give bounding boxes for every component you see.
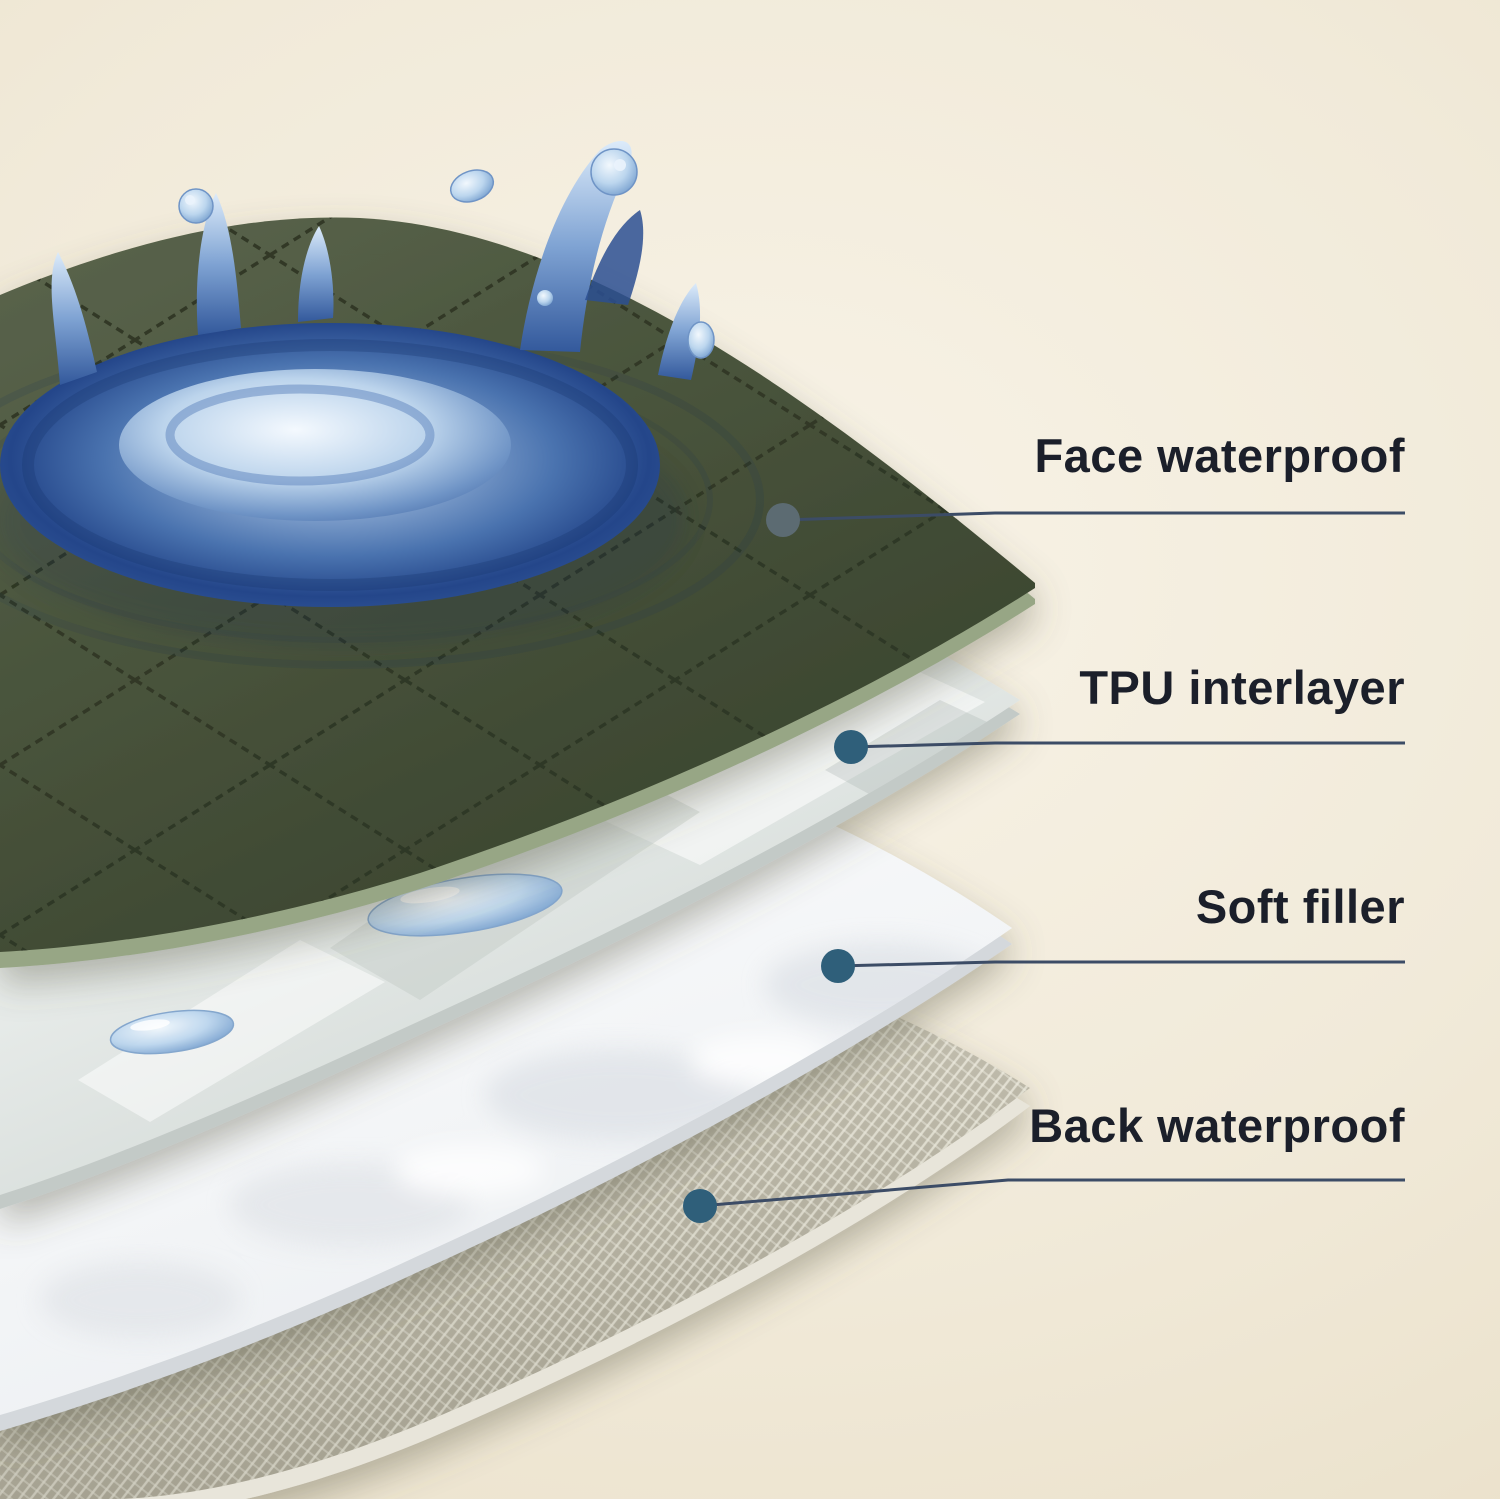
callouts xyxy=(699,511,1405,1208)
callout-line-tpu xyxy=(850,741,1405,749)
water-bead xyxy=(109,1009,235,1055)
label-back-waterproof: Back waterproof xyxy=(1029,1099,1405,1152)
callout-dot-face xyxy=(766,503,800,537)
callout-dot-back xyxy=(683,1189,717,1223)
callout-line-filler xyxy=(837,960,1405,968)
label-soft-filler: Soft filler xyxy=(1195,880,1405,933)
callout-line-back xyxy=(699,1178,1405,1208)
callout-line-face xyxy=(782,511,1405,522)
callout-dot-filler xyxy=(821,949,855,983)
water-splash-illustration xyxy=(0,141,715,607)
label-tpu-interlayer: TPU interlayer xyxy=(1079,661,1405,714)
label-face-waterproof: Face waterproof xyxy=(1034,429,1405,482)
callout-dots xyxy=(683,503,868,1223)
callout-dot-tpu xyxy=(834,730,868,764)
